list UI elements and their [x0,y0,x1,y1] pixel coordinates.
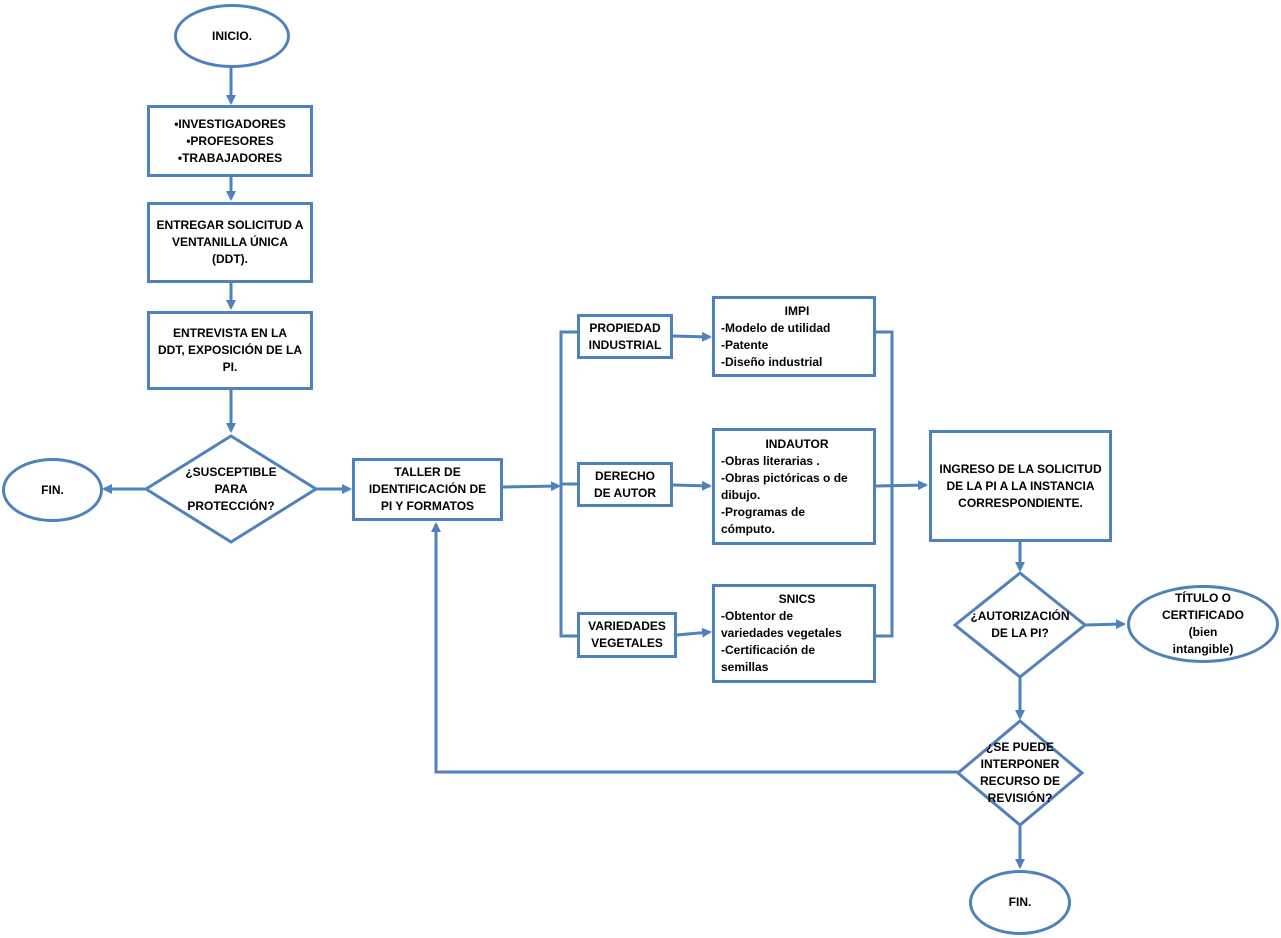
impi-item-3: -Diseño industrial [721,354,823,369]
ingreso-solicitud-box: INGRESO DE LA SOLICITUD DE LA PI A LA IN… [929,430,1112,542]
arrow-taller-to-branches [502,481,561,492]
susceptible-line-1: ¿SUSCEPTIBLE [185,464,277,479]
snics-item-3: -Certificación de [721,643,816,657]
recurso-line-3: RECURSO DE [979,774,1060,788]
arrow-branches-to-ingreso [875,480,928,491]
susceptible-line-2: PARA [214,481,248,496]
susceptible-line-3: PROTECCIÓN? [187,498,275,513]
impi-item-1: -Modelo de utilidad [721,320,831,335]
fin-bottom-label: FIN. [1008,895,1032,909]
participant-profesores: PROFESORES [186,133,273,150]
autorizacion-line-2: DE LA PI? [991,626,1049,640]
end-node-left: FIN. [2,458,103,522]
participant-investigadores: INVESTIGADORES [174,116,285,133]
taller-line-1: TALLER DE [394,465,461,479]
branch-bracket-right [876,330,894,638]
taller-box: TALLER DE IDENTIFICACIÓN DE PI Y FORMATO… [352,458,503,521]
indautor-item-3: dibujo. [721,487,761,502]
snics-item-2: variedades vegetales [721,626,842,640]
indautor-box: INDAUTOR -Obras literarias . -Obras pict… [712,428,876,545]
decision-recurso-shape [955,719,1085,827]
titulo-line-4: intangible) [1172,642,1234,656]
derecho-line-2: DE AUTOR [593,485,656,500]
arrow-propiedad-to-impi [672,331,712,342]
decision-recurso: ¿SE PUEDE INTERPONER RECURSO DE REVISIÓN… [960,739,1080,807]
titulo-line-1: TÍTULO O [1175,591,1231,605]
entregar-line-3: (DDT). [212,252,248,266]
end-node-bottom: FIN. [969,870,1071,935]
autorizacion-line-1: ¿AUTORIZACIÓN [970,609,1070,623]
propiedad-line-1: PROPIEDAD [589,320,661,335]
decision-susceptible: ¿SUSCEPTIBLE PARA PROTECCIÓN? [166,456,296,522]
entrevista-line-1: ENTREVISTA EN LA [172,326,287,340]
titulo-certificado-node: TÍTULO O CERTIFICADO (bien intangible) [1127,585,1279,663]
variedades-line-1: VARIEDADES [588,619,666,633]
entregar-line-2: VENTANILLA ÚNICA [172,235,288,249]
indautor-item-5: cómputo. [721,521,775,536]
arrow-autorizacion-to-titulo [1084,619,1126,630]
decision-autorizacion: ¿AUTORIZACIÓN DE LA PI? [950,605,1090,645]
snics-box: SNICS -Obtentor de variedades vegetales … [712,584,876,683]
start-label: INICIO. [211,28,252,43]
variedades-vegetales-box: VARIEDADES VEGETALES [577,612,677,658]
decision-susceptible-shape [143,434,319,544]
indautor-item-4: -Programas de [721,504,806,519]
participant-trabajadores: TRABAJADORES [178,150,282,167]
snics-item-4: semillas [721,660,769,674]
entregar-line-1: ENTREGAR SOLICITUD A [156,218,304,232]
derecho-line-1: DERECHO [594,468,655,483]
impi-item-2: -Patente [721,337,769,352]
arrow-derecho-to-indautor [672,480,712,491]
snics-item-1: -Obtentor de [721,609,793,623]
entregar-solicitud-box: ENTREGAR SOLICITUD A VENTANILLA ÚNICA (D… [147,202,313,283]
impi-title: IMPI [784,303,810,318]
entrevista-line-3: PI. [222,360,238,374]
start-node: INICIO. [174,4,290,68]
indautor-title: INDAUTOR [765,436,829,451]
recurso-line-1: ¿SE PUEDE [985,740,1054,754]
propiedad-industrial-box: PROPIEDAD INDUSTRIAL [577,314,673,359]
snics-title: SNICS [778,592,816,606]
arrow-recurso-to-taller [431,522,958,774]
taller-line-2: IDENTIFICACIÓN DE [368,482,487,496]
ingreso-line-3: CORRESPONDIENTE. [958,495,1083,510]
indautor-item-2: -Obras pictóricas o de [721,470,848,485]
derecho-autor-box: DERECHO DE AUTOR [577,462,673,507]
participants-box: INVESTIGADORES PROFESORES TRABAJADORES [147,105,313,177]
ingreso-line-2: DE LA PI A LA INSTANCIA [946,478,1095,493]
taller-line-3: PI Y FORMATOS [380,499,475,513]
titulo-line-2: CERTIFICADO [1162,608,1244,622]
entrevista-box: ENTREVISTA EN LA DDT, EXPOSICIÓN DE LA P… [147,311,313,390]
entrevista-line-2: DDT, EXPOSICIÓN DE LA [157,343,303,357]
variedades-line-2: VEGETALES [591,636,663,650]
indautor-item-1: -Obras literarias . [721,453,820,468]
impi-box: IMPI -Modelo de utilidad -Patente -Diseñ… [712,296,876,377]
propiedad-line-2: INDUSTRIAL [588,337,662,352]
titulo-line-3: (bien [1188,625,1218,639]
ingreso-line-1: INGRESO DE LA SOLICITUD [939,461,1102,476]
recurso-line-4: REVISIÓN? [987,791,1053,805]
arrow-variedades-to-snics [676,627,712,638]
recurso-line-2: INTERPONER [980,757,1060,771]
decision-autorizacion-shape [952,571,1088,679]
fin-left-label: FIN. [41,482,64,497]
